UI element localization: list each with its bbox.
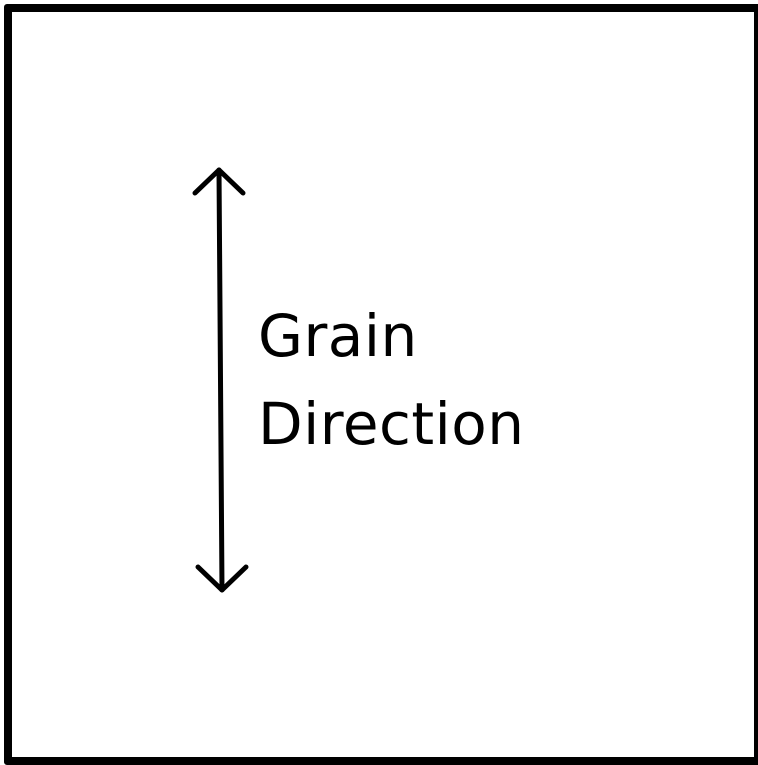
grain-direction-label: Grain Direction (258, 292, 525, 468)
panel-border (4, 4, 758, 765)
label-line-grain: Grain (258, 302, 418, 370)
label-line-direction: Direction (258, 390, 525, 458)
